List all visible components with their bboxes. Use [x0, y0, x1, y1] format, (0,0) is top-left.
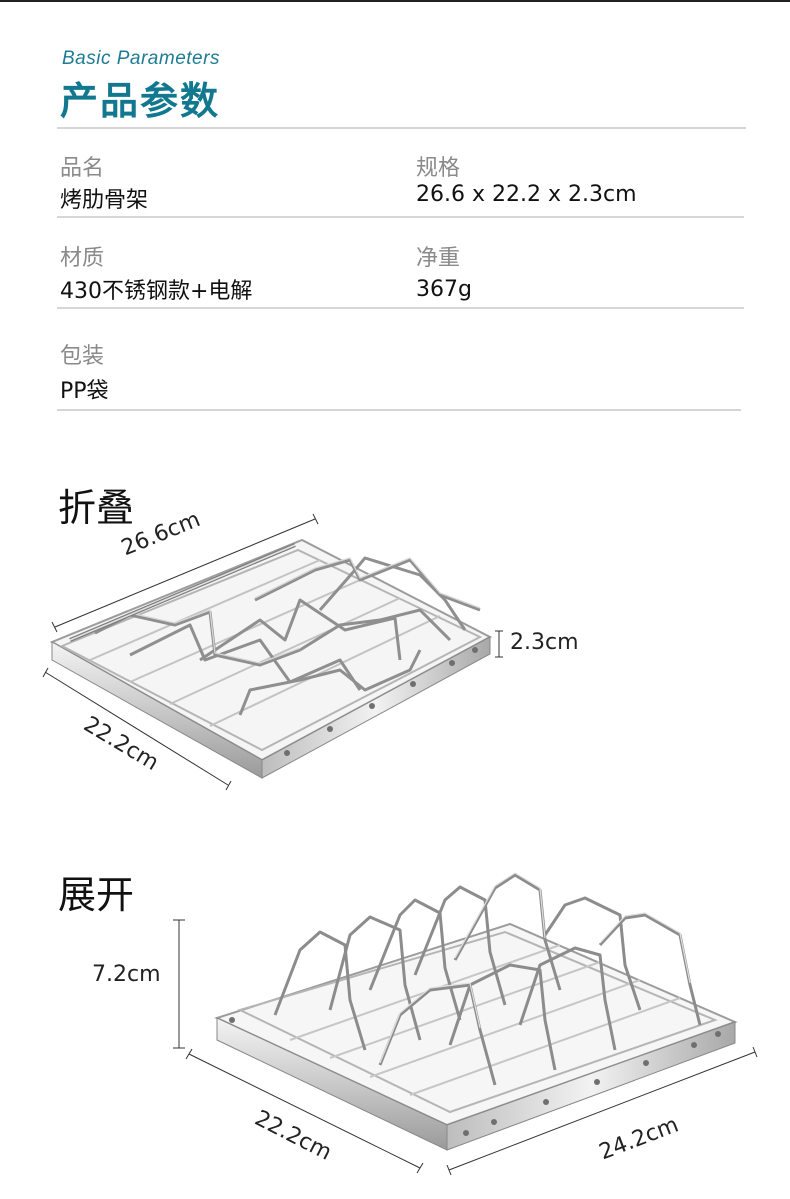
folded-height-label: 2.3cm	[510, 630, 579, 655]
spec-label: 规格	[416, 156, 461, 181]
name-label: 品名	[60, 156, 105, 181]
package-value: PP袋	[60, 379, 109, 404]
name-value: 烤肋骨架	[60, 188, 149, 213]
folded-title: 折叠	[58, 486, 135, 530]
weight-label: 净重	[416, 246, 461, 271]
divider	[57, 216, 744, 218]
folded-rack-image	[42, 513, 503, 791]
weight-value: 367g	[416, 277, 472, 302]
section-title-en: Basic Parameters	[62, 48, 220, 69]
divider	[57, 409, 741, 411]
section-title-zh: 产品参数	[60, 79, 221, 123]
unfolded-title: 展开	[58, 873, 135, 917]
divider	[57, 127, 746, 129]
material-value: 430不锈钢款+电解	[60, 279, 253, 304]
spec-value: 26.6 x 22.2 x 2.3cm	[416, 182, 637, 207]
unfolded-height-label: 7.2cm	[92, 962, 161, 987]
material-label: 材质	[60, 246, 105, 271]
divider	[57, 307, 744, 309]
top-border	[0, 0, 790, 2]
unfolded-rack-image	[173, 872, 758, 1176]
package-label: 包装	[60, 344, 105, 369]
